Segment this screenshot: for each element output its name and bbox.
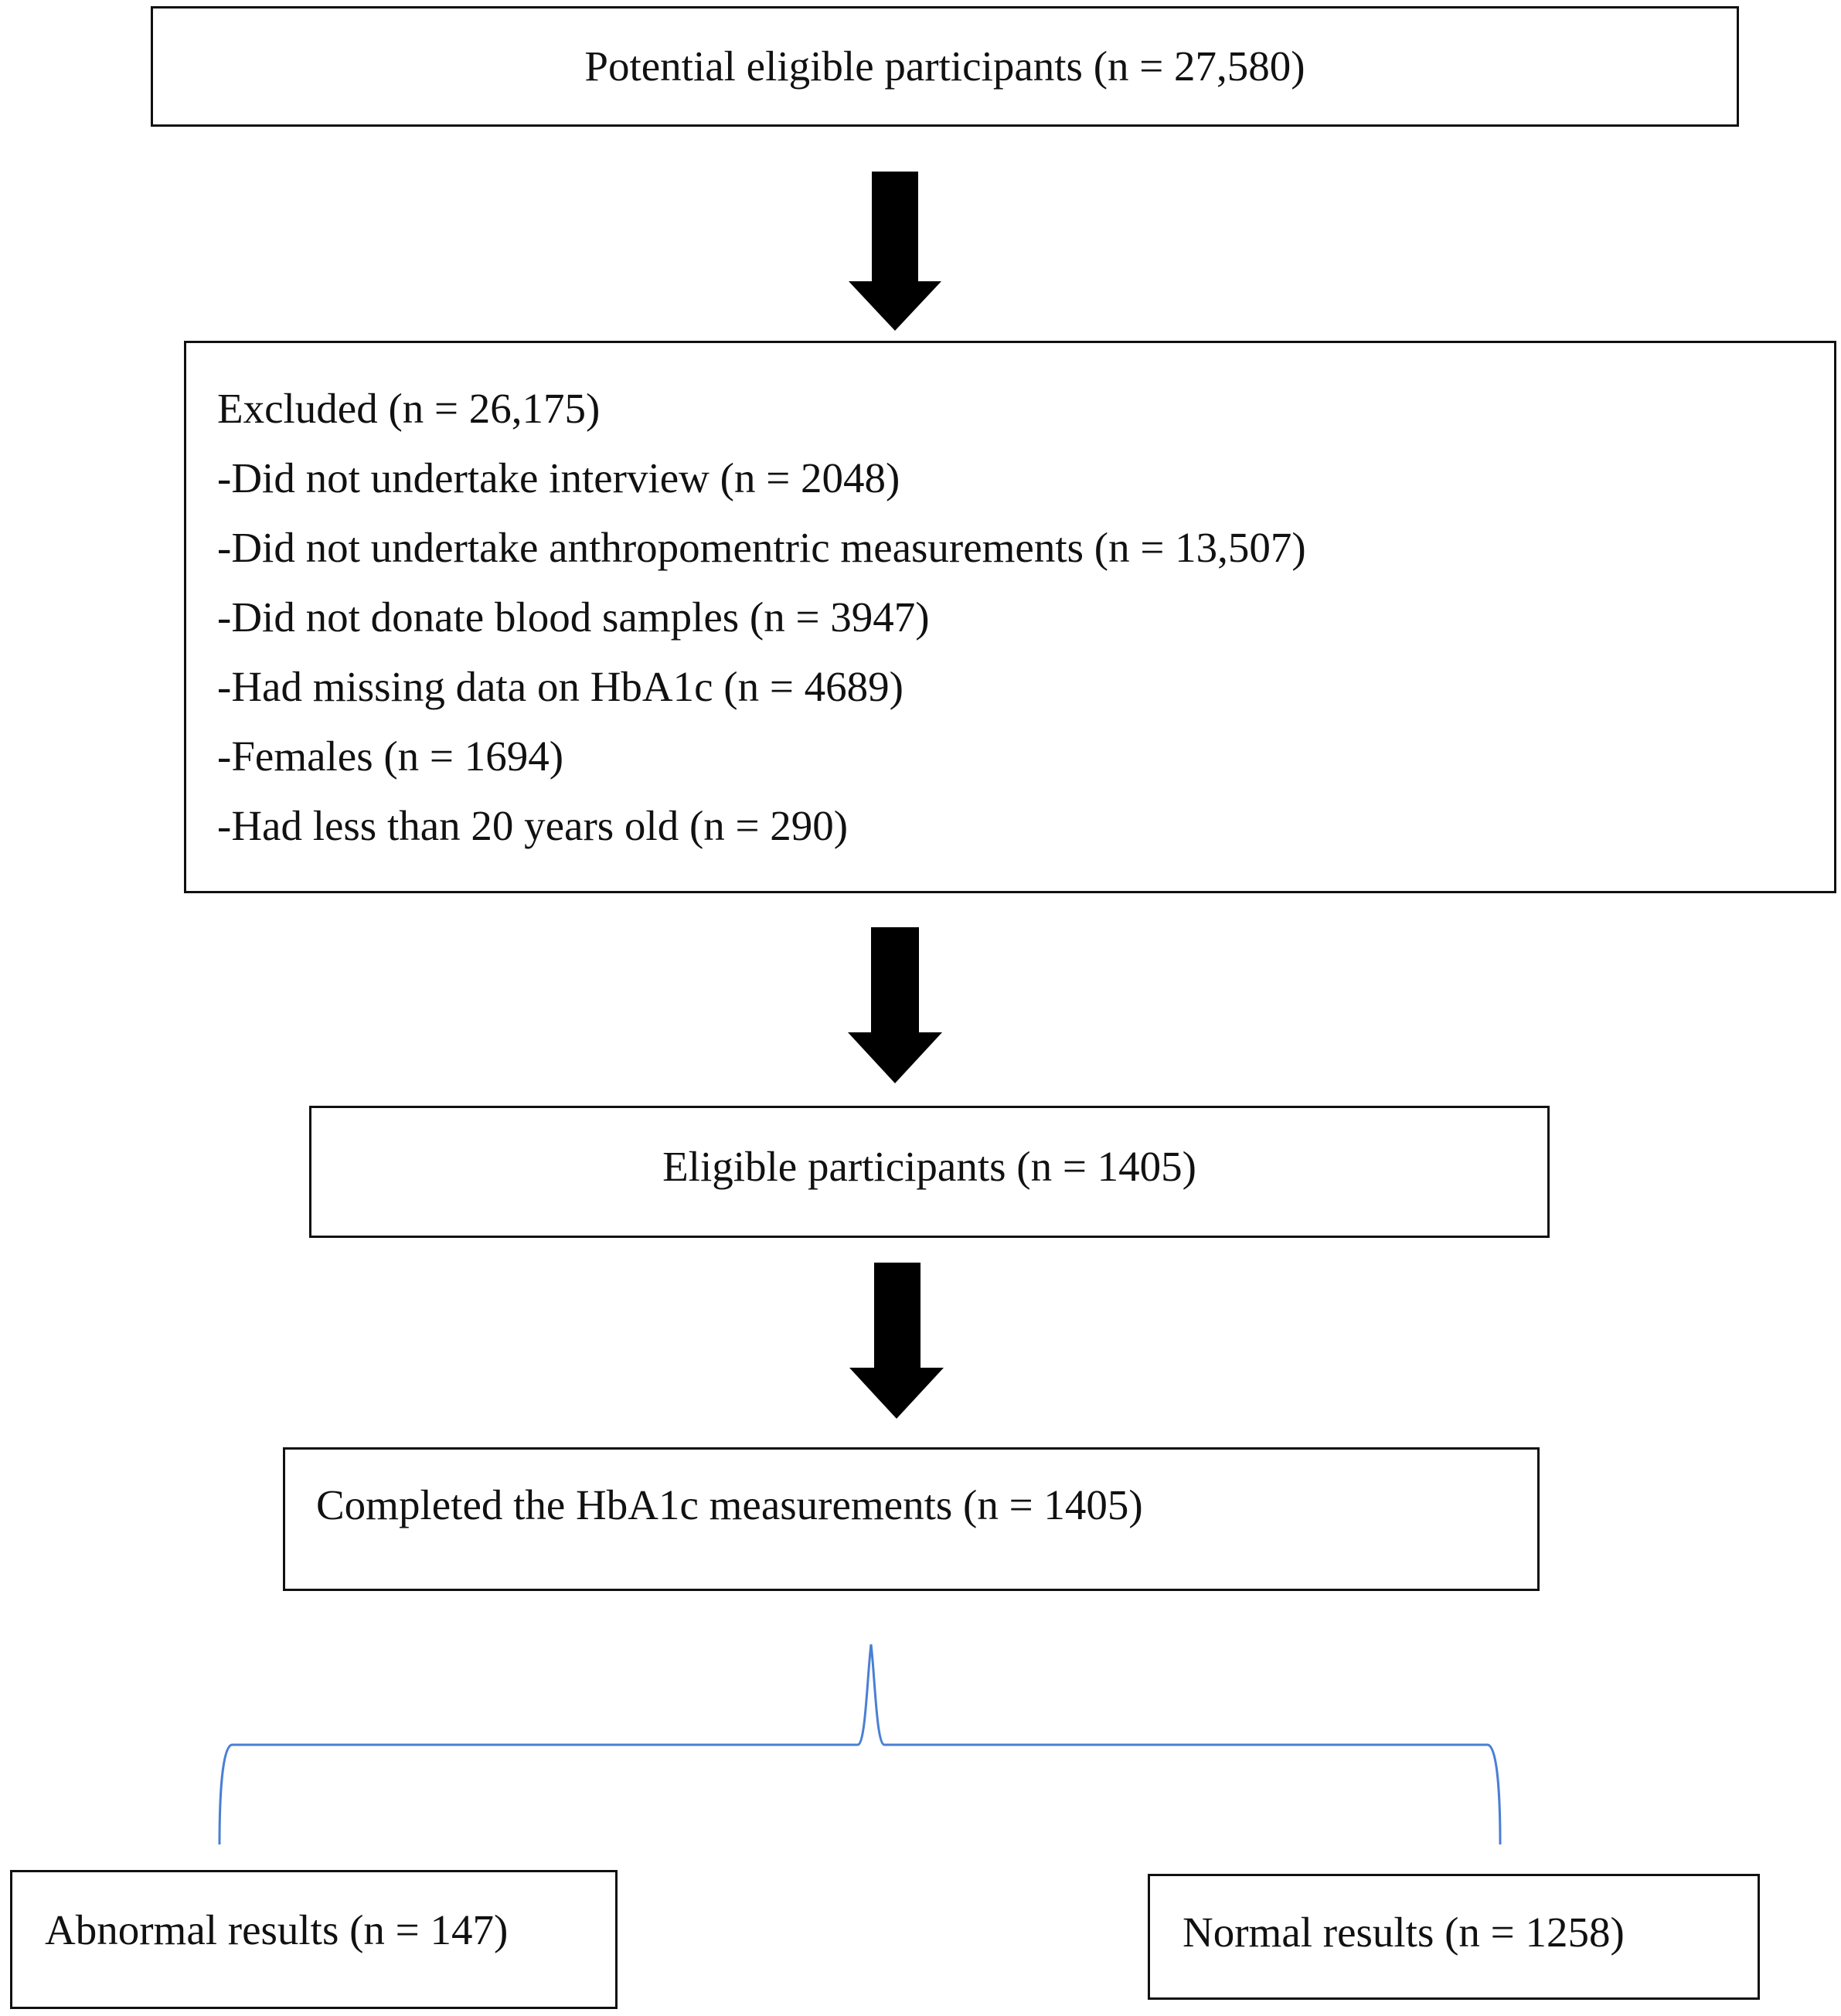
- excluded-list: Excluded (n = 26,175) -Did not undertake…: [217, 374, 1306, 861]
- excluded-item: -Did not undertake interview (n = 2048): [217, 454, 900, 501]
- down-arrow-icon: [848, 927, 942, 1083]
- excluded-item: -Did not donate blood samples (n = 3947): [217, 593, 930, 641]
- eligible-participants-label: Eligible participants (n = 1405): [662, 1143, 1196, 1190]
- down-arrow-icon: [849, 1263, 944, 1419]
- excluded-box: Excluded (n = 26,175) -Did not undertake…: [184, 341, 1836, 893]
- split-brace-icon: [218, 1644, 1502, 1845]
- normal-results-label: Normal results (n = 1258): [1183, 1909, 1625, 1956]
- completed-measurements-box: Completed the HbA1c measurements (n = 14…: [283, 1447, 1540, 1591]
- down-arrow-icon: [849, 172, 941, 331]
- abnormal-results-box: Abnormal results (n = 147): [10, 1870, 618, 2009]
- potential-participants-label: Potential eligible participants (n = 27,…: [584, 42, 1305, 90]
- eligible-participants-box: Eligible participants (n = 1405): [309, 1106, 1550, 1238]
- abnormal-results-label: Abnormal results (n = 147): [45, 1906, 509, 1953]
- normal-results-box: Normal results (n = 1258): [1148, 1874, 1760, 2000]
- excluded-item: -Females (n = 1694): [217, 733, 564, 780]
- excluded-title: Excluded (n = 26,175): [217, 385, 601, 432]
- excluded-item: -Did not undertake anthropomentric measu…: [217, 524, 1306, 571]
- excluded-item: -Had missing data on HbA1c (n = 4689): [217, 663, 903, 710]
- excluded-item: -Had less than 20 years old (n = 290): [217, 802, 849, 849]
- potential-participants-box: Potential eligible participants (n = 27,…: [151, 6, 1739, 127]
- completed-measurements-label: Completed the HbA1c measurements (n = 14…: [316, 1481, 1143, 1528]
